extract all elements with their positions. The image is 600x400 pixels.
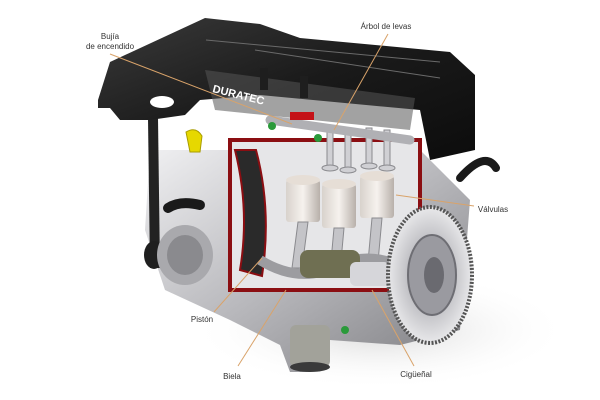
label-crankshaft-text: Cigüeñal	[400, 370, 432, 379]
starter-motor	[300, 250, 360, 278]
intake-runner	[233, 149, 267, 278]
oil-filter	[290, 325, 330, 367]
label-spark-plug: Bujía de encendido	[70, 32, 150, 52]
valves	[321, 127, 396, 174]
label-crankshaft: Cigüeñal	[394, 370, 438, 380]
label-piston-text: Pistón	[190, 315, 214, 324]
leader-lines	[109, 33, 475, 367]
leader-line-valves	[395, 194, 475, 207]
ignition-coils	[260, 68, 308, 98]
coolant-hose	[456, 156, 500, 182]
left-hose	[163, 198, 205, 213]
leader-line-camshaft	[333, 33, 389, 131]
label-spark-plug-line2: de encendido	[85, 42, 135, 51]
green-fitting	[314, 134, 322, 142]
label-piston: Pistón	[182, 315, 222, 325]
label-connecting-rod-text: Biela	[223, 372, 241, 381]
leader-line-crankshaft	[371, 289, 415, 367]
label-camshaft: Árbol de levas	[346, 22, 426, 32]
label-valves-text: Válvulas	[477, 205, 509, 214]
drive-belt	[148, 118, 160, 268]
green-fitting	[268, 122, 276, 130]
label-connecting-rod: Biela	[214, 372, 250, 382]
label-spark-plug-line1: Bujía	[100, 32, 120, 41]
camshaft	[265, 115, 415, 145]
oil-filler-cap	[185, 129, 203, 153]
leader-line-connecting-rod	[237, 289, 287, 367]
leader-line-piston	[213, 257, 263, 313]
green-fitting	[341, 326, 349, 334]
cover-hole	[150, 96, 174, 108]
label-camshaft-text: Árbol de levas	[360, 22, 412, 31]
cover-cutaway	[205, 70, 415, 130]
label-valves: Válvulas	[468, 205, 518, 215]
pistons	[286, 171, 394, 228]
red-component	[290, 112, 314, 120]
leader-line-spark-plug	[109, 53, 293, 125]
